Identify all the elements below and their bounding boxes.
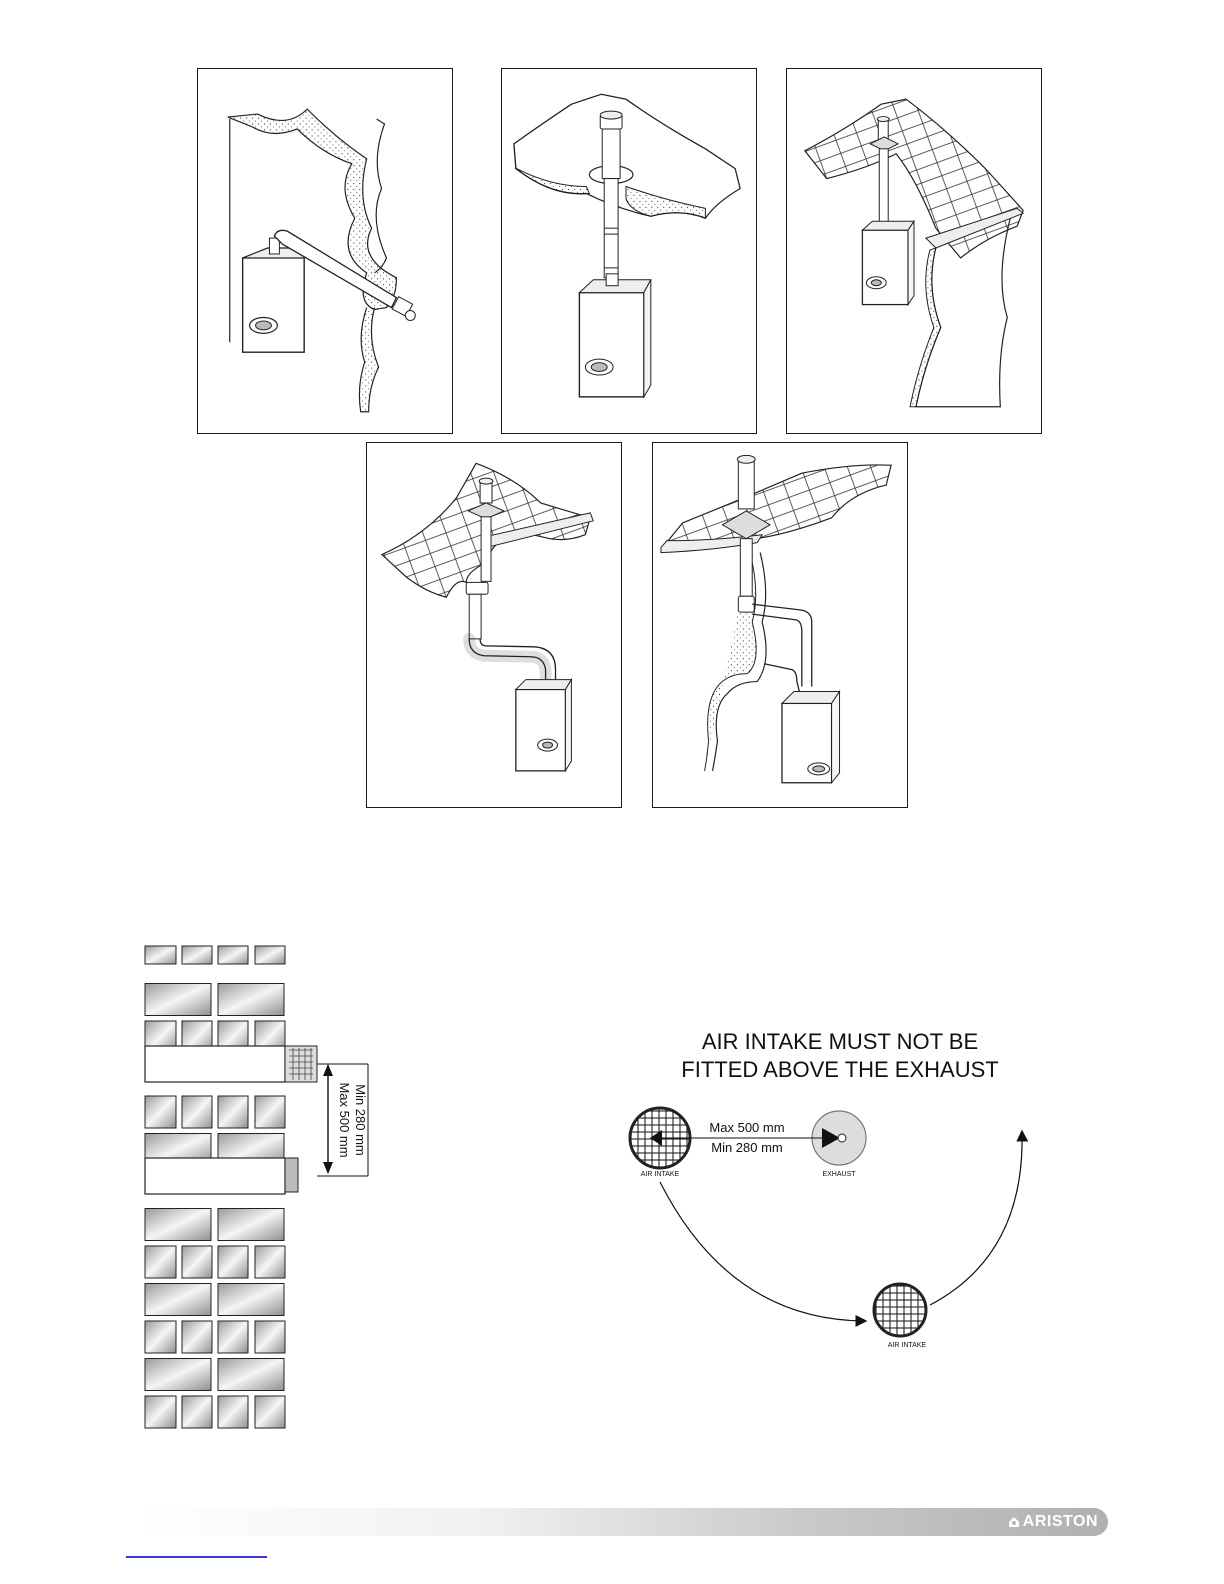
brick-wall-illustration: Max 500 mm Min 280 mm (140, 940, 380, 1435)
twin-pipe-flue-illustration (653, 443, 907, 807)
brick (145, 1209, 211, 1241)
air-intake-grille (285, 1046, 317, 1082)
brick (182, 1096, 212, 1128)
brick (255, 1321, 285, 1353)
upper-terminal-housing (145, 1046, 285, 1082)
brick (255, 946, 285, 964)
brick (182, 1321, 212, 1353)
brick (255, 1396, 285, 1428)
brick (145, 1096, 176, 1128)
air-intake-label-lower: AIR INTAKE (888, 1342, 927, 1349)
brick (145, 1359, 211, 1391)
brick (218, 1096, 248, 1128)
exhaust-label: EXHAUST (822, 1171, 856, 1178)
panel-split-twin-pipe-flue (652, 442, 908, 808)
vertical-flat-flue-illustration (502, 69, 756, 433)
rule-illustration: AIR INTAKE EXHAUST Max 500 mm Min 280 mm… (610, 1020, 1070, 1360)
dimension-max-label: Max 500 mm (337, 1082, 352, 1157)
offset-pitched-flue-illustration (367, 443, 621, 807)
brick (145, 946, 176, 964)
brick (218, 1246, 248, 1278)
panel-horizontal-wall-flue (197, 68, 453, 434)
air-intake-rule-diagram: AIR INTAKE MUST NOT BE FITTED ABOVE THE … (610, 1020, 1070, 1360)
brick (182, 946, 212, 964)
brick (218, 1359, 284, 1391)
page-link-underline[interactable] (126, 1556, 267, 1558)
rotation-arrow-upper (930, 1132, 1022, 1305)
panel-vertical-flat-roof-flue (501, 68, 757, 434)
horizontal-flue-illustration (198, 69, 452, 433)
air-intake-label: AIR INTAKE (641, 1171, 680, 1178)
vertical-pitched-flue-illustration (787, 69, 1041, 433)
brick (182, 1396, 212, 1428)
wall-terminal-clearance-diagram: Max 500 mm Min 280 mm (140, 940, 380, 1435)
brick (218, 1321, 248, 1353)
brick (218, 1284, 284, 1316)
min-distance-label: Min 280 mm (711, 1140, 783, 1155)
brand-name: ARISTON (1023, 1513, 1098, 1531)
brick (145, 984, 211, 1016)
brick (218, 1209, 284, 1241)
brand-logo: ARISTON (1008, 1513, 1098, 1531)
brick (182, 1246, 212, 1278)
rotation-arrow-lower (660, 1182, 865, 1321)
lower-terminal-housing (145, 1158, 285, 1194)
panel-vertical-pitched-roof-flue (786, 68, 1042, 434)
brick (145, 1396, 176, 1428)
max-distance-label: Max 500 mm (709, 1120, 784, 1135)
dimension-min-label: Min 280 mm (353, 1084, 368, 1156)
panel-offset-pitched-roof-flue (366, 442, 622, 808)
brick (218, 946, 248, 964)
house-logo-icon (1008, 1516, 1020, 1528)
exhaust-terminal (285, 1158, 298, 1192)
brick (145, 1284, 211, 1316)
brick (145, 1246, 176, 1278)
brick (255, 1246, 285, 1278)
brick (218, 1396, 248, 1428)
footer-bar: ARISTON (140, 1508, 1108, 1536)
air-intake-grille-icon-lower (874, 1284, 926, 1336)
brick (145, 1321, 176, 1353)
brick (255, 1096, 285, 1128)
brick (218, 984, 284, 1016)
